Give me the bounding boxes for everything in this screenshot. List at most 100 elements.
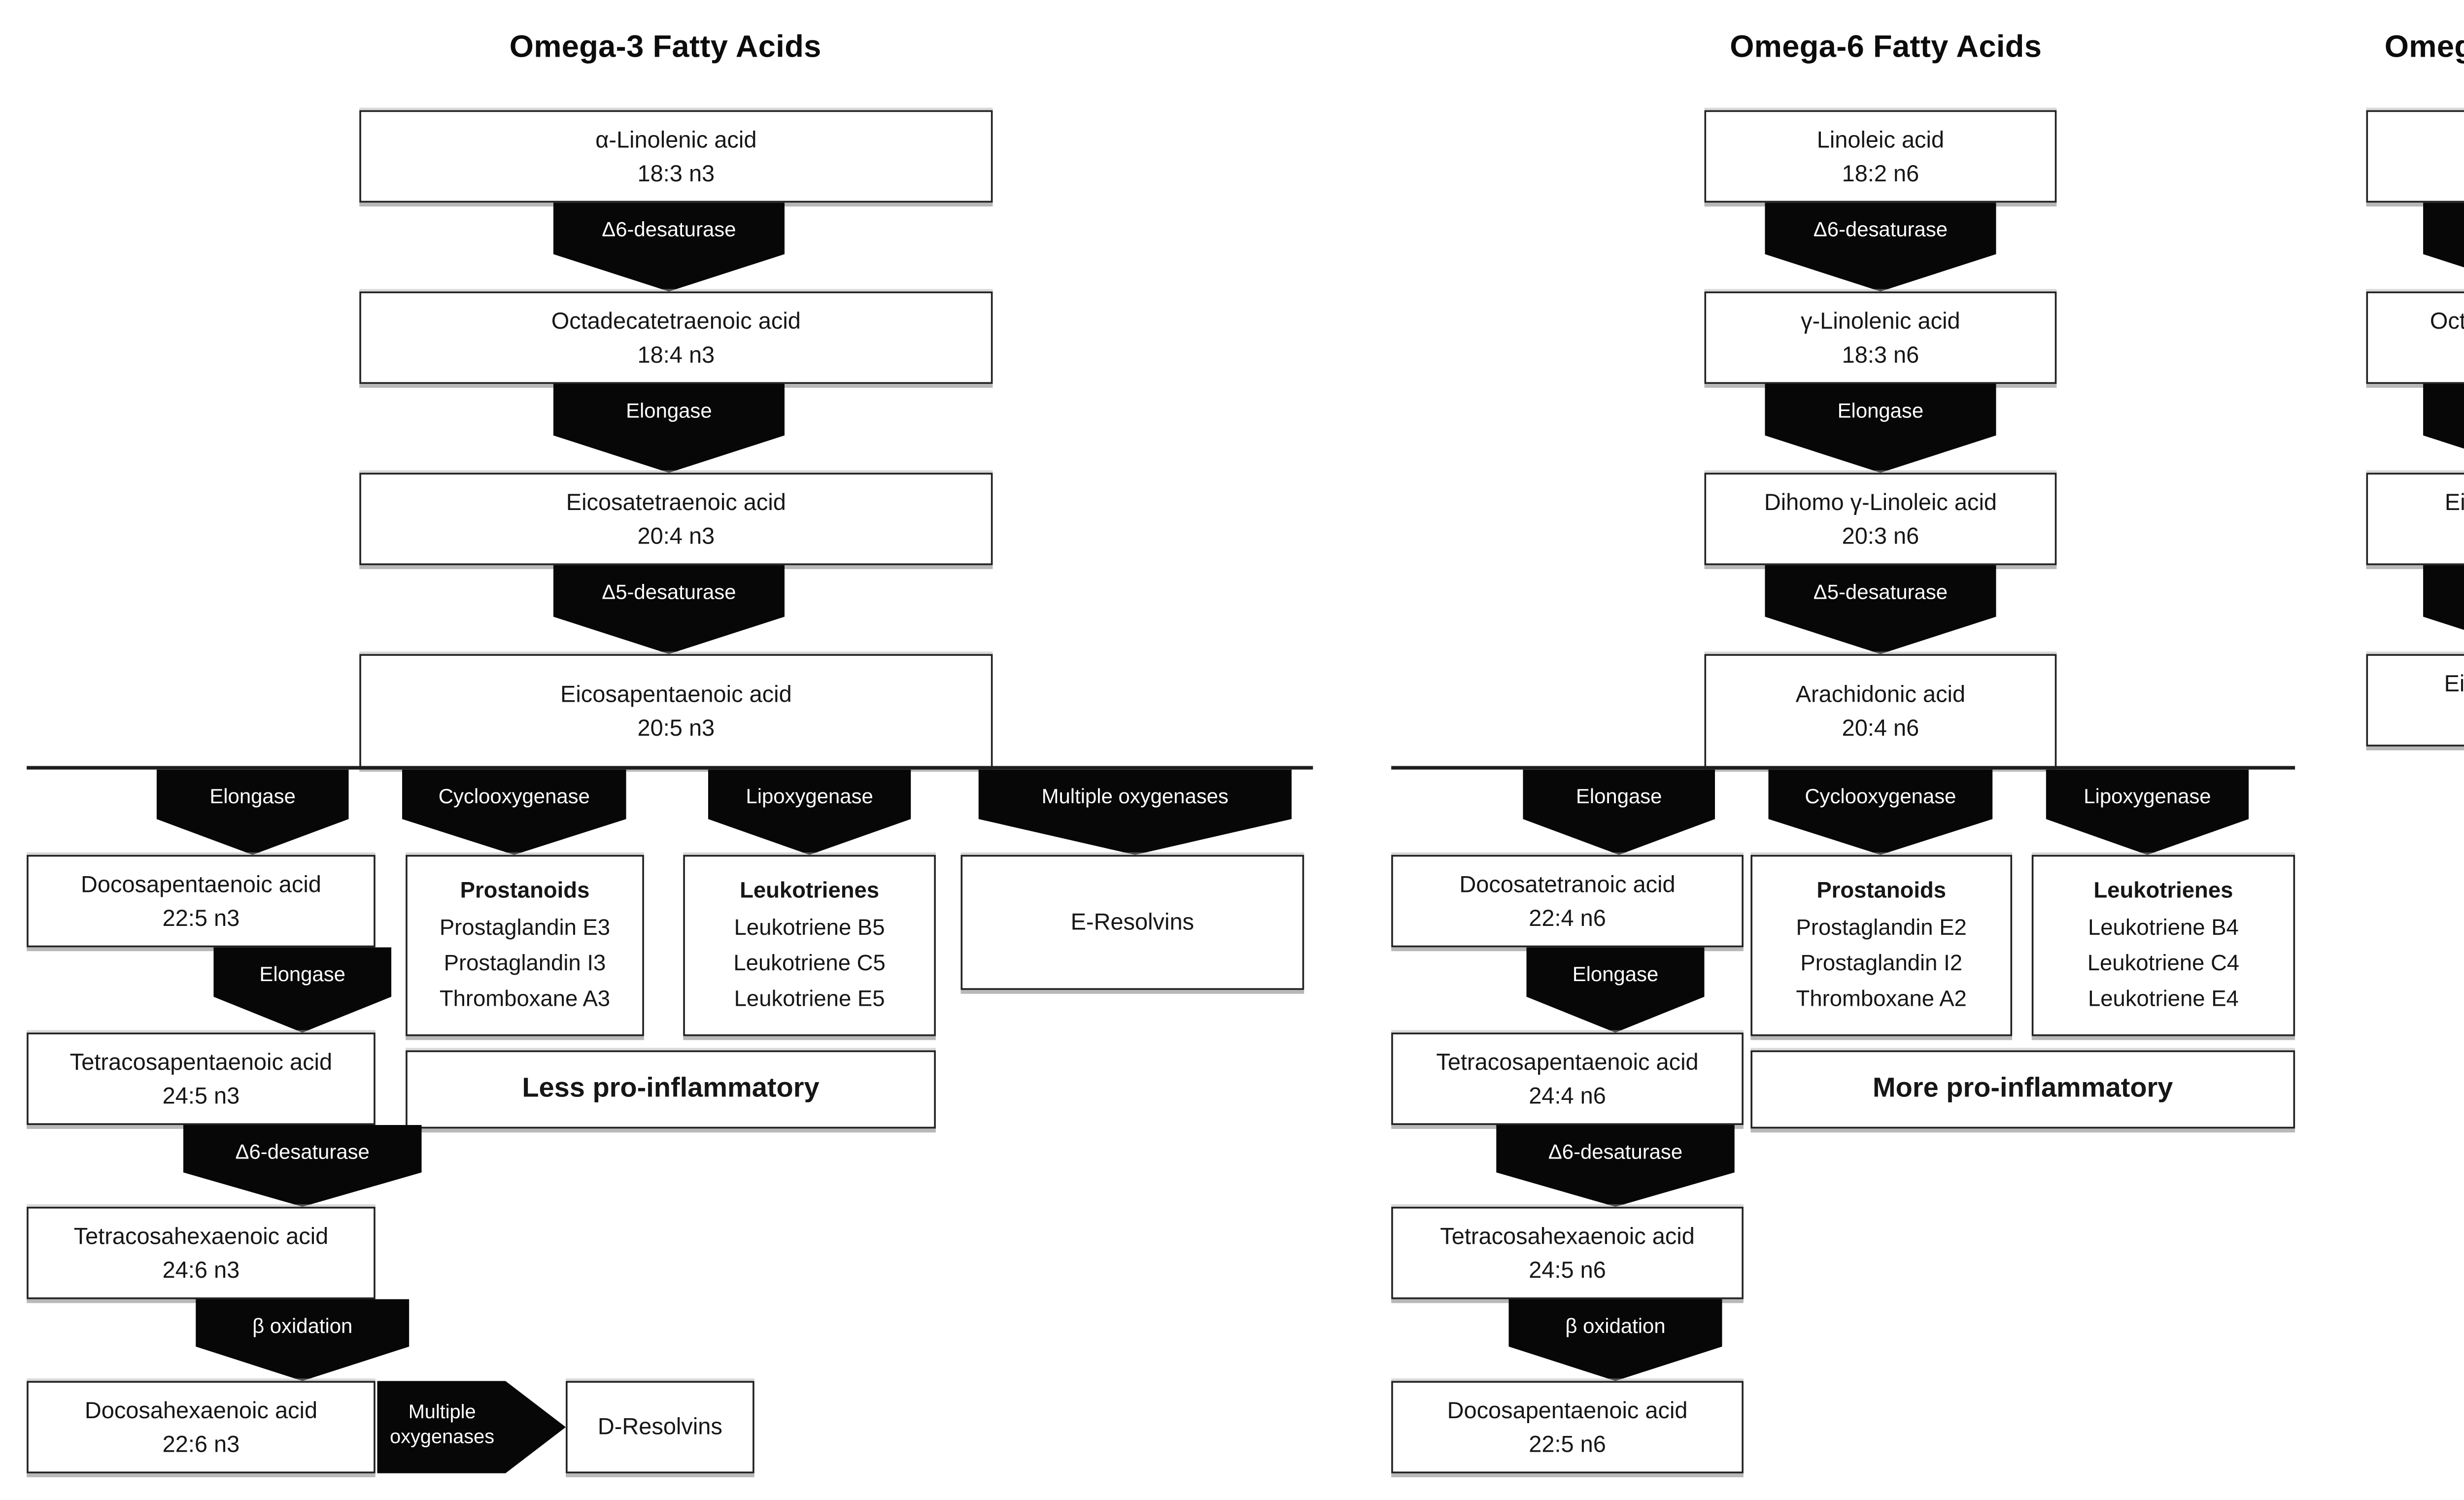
compound-name: Arachidonic acid	[1795, 680, 1966, 707]
compound-code: 18:3 n6	[1842, 341, 1919, 368]
list-item: Prostaglandin I2	[1800, 951, 1963, 976]
omega6-branch-arrow-cyclooxygenase: Cyclooxygenase	[1768, 769, 1993, 855]
omega3-arrow-delta6-desaturase-2: Δ6-desaturase	[183, 1125, 422, 1207]
list-item: Prostaglandin E3	[439, 915, 611, 940]
compound-code: 20:4 n6	[1842, 714, 1919, 741]
omega6-box-docosatetranoic-acid: Docosatetranoic acid 22:4 n6	[1391, 854, 1744, 948]
enzyme-label: Elongase	[209, 784, 296, 808]
group-header: Leukotrienes	[2093, 878, 2233, 903]
compound-name: Tetracosapentaenoic acid	[1436, 1048, 1699, 1075]
omega3-box-eicosapentaenoic-acid: Eicosapentaenoic acid 20:5 n3	[359, 654, 993, 768]
list-item: Leukotriene E4	[2088, 987, 2239, 1012]
compound-name: E-Resolvins	[1070, 908, 1195, 935]
omega3-column-title: Omega-3 Fatty Acids	[509, 28, 821, 64]
compound-code: 18:4 n3	[637, 341, 715, 368]
list-item: Leukotriene C4	[2087, 951, 2240, 976]
omega3-branch-arrow-elongase: Elongase	[156, 769, 349, 855]
omega3-box-e-resolvins: E-Resolvins	[960, 854, 1304, 990]
compound-code: 24:4 n6	[1529, 1082, 1606, 1109]
enzyme-label: Δ5-desaturase	[602, 580, 736, 604]
omega3-box-prostanoids: Prostanoids Prostaglandin E3 Prostagland…	[406, 854, 644, 1036]
omega6-box-dihomo-gamma-linoleic-acid: Dihomo γ-Linoleic acid 20:3 n6	[1704, 473, 2057, 565]
omega3-box-octadecatetraenoic-acid: Octadecatetraenoic acid 18:4 n3	[359, 291, 993, 384]
compound-name: Linoleic acid	[1816, 125, 1945, 152]
omega6-arrow-beta-oxidation: β oxidation	[1508, 1299, 1722, 1381]
enzyme-label: Δ6-desaturase	[235, 1140, 370, 1163]
omega6-box-arachidonic-acid: Arachidonic acid 20:4 n6	[1704, 654, 2057, 768]
omega3-arrow-beta-oxidation: β oxidation	[196, 1299, 410, 1381]
compound-code: 22:5 n3	[162, 904, 240, 931]
list-item: Thromboxane A3	[439, 987, 611, 1012]
enzyme-label: Elongase	[1575, 784, 1662, 808]
omega9-arrow-delta5-desaturase: Δ5-desaturase	[2423, 565, 2464, 654]
note-text: More pro-inflammatory	[1873, 1074, 2173, 1105]
omega3-branch-arrow-lipoxygenase: Lipoxygenase	[708, 769, 911, 855]
omega3-note-less-pro-inflammatory: Less pro-inflammatory	[406, 1050, 936, 1129]
omega3-arrow-elongase-2: Elongase	[213, 947, 392, 1033]
compound-code: 20:4 n3	[637, 522, 715, 549]
compound-name: Tetracosahexaenoic acid	[1440, 1222, 1695, 1249]
omega6-box-linoleic-acid: Linoleic acid 18:2 n6	[1704, 110, 2057, 203]
omega6-arrow-delta5-desaturase: Δ5-desaturase	[1765, 565, 1996, 654]
compound-name: Docosapentaenoic acid	[1447, 1396, 1688, 1423]
enzyme-label: Δ6-desaturase	[1548, 1140, 1683, 1163]
enzyme-label: Lipoxygenase	[2084, 784, 2211, 808]
compound-code: 24:5 n6	[1529, 1256, 1606, 1283]
omega3-arrow-delta5-desaturase: Δ5-desaturase	[553, 565, 785, 654]
omega6-arrow-elongase-1: Elongase	[1765, 384, 1996, 473]
omega6-arrow-delta6-desaturase-2: Δ6-desaturase	[1496, 1125, 1735, 1207]
list-item: Leukotriene B4	[2088, 915, 2239, 940]
omega6-box-prostanoids: Prostanoids Prostaglandin E2 Prostagland…	[1750, 854, 2013, 1036]
compound-code: 22:6 n3	[162, 1431, 240, 1458]
omega6-box-docosapentaenoic-acid: Docosapentaenoic acid 22:5 n6	[1391, 1381, 1744, 1473]
omega6-branch-connector-line	[1391, 766, 2295, 770]
group-header: Leukotrienes	[740, 878, 880, 903]
compound-name: Octadecatetraenoic acid	[551, 307, 801, 334]
compound-name: Eicosapentaenoic acid	[560, 680, 792, 707]
omega3-branch-arrow-multiple-oxygenases: Multiple oxygenases	[978, 769, 1292, 855]
compound-code: 22:5 n6	[1529, 1431, 1606, 1458]
compound-code: 24:5 n3	[162, 1082, 240, 1109]
omega6-column-title: Omega-6 Fatty Acids	[1730, 28, 2042, 64]
omega3-box-d-resolvins: D-Resolvins	[566, 1381, 754, 1473]
enzyme-label: Elongase	[626, 399, 712, 422]
list-item: Prostaglandin I3	[444, 951, 606, 976]
omega3-box-docosahexaenoic-acid: Docosahexaenoic acid 22:6 n3	[27, 1381, 376, 1473]
omega9-box-eicosadienoic-acid: Eicosadienoic acid 20:2 n9	[2366, 473, 2464, 565]
omega3-arrow-multiple-oxygenases-right: Multiple oxygenases	[377, 1381, 566, 1473]
compound-code: 22:4 n6	[1529, 904, 1606, 931]
compound-name: γ-Linolenic acid	[1801, 307, 1960, 334]
omega9-box-eicosatrienoic-acid: Eicosatrienoic acid 20:3 n9	[2366, 654, 2464, 747]
enzyme-label: Δ6-desaturase	[602, 217, 736, 241]
compound-name: D-Resolvins	[597, 1413, 722, 1440]
enzyme-label: Elongase	[1837, 399, 1924, 422]
enzyme-label: Multiple oxygenases	[1041, 784, 1229, 808]
compound-name: Docosatetranoic acid	[1459, 870, 1676, 897]
compound-name: Eicosatrienoic acid	[2444, 669, 2464, 696]
enzyme-label: Multiple oxygenases	[390, 1402, 495, 1449]
omega6-branch-arrow-lipoxygenase: Lipoxygenase	[2046, 769, 2249, 855]
omega3-box-tetracosapentaenoic-acid: Tetracosapentaenoic acid 24:5 n3	[27, 1032, 376, 1125]
omega3-arrow-elongase-1: Elongase	[553, 384, 785, 473]
compound-code: 24:6 n3	[162, 1256, 240, 1283]
omega6-arrow-delta6-desaturase: Δ6-desaturase	[1765, 203, 1996, 292]
omega6-branch-arrow-elongase: Elongase	[1523, 769, 1715, 855]
omega3-branch-arrow-cyclooxygenase: Cyclooxygenase	[402, 769, 626, 855]
list-item: Prostaglandin E2	[1796, 915, 1967, 940]
compound-name: Eicosatetraenoic acid	[566, 488, 786, 515]
compound-name: α-Linolenic acid	[595, 125, 757, 152]
compound-code: 20:3 n6	[1842, 522, 1919, 549]
omega6-arrow-elongase-2: Elongase	[1526, 947, 1705, 1033]
compound-name: Dihomo γ-Linoleic acid	[1764, 488, 1997, 515]
enzyme-label: Cyclooxygenase	[1805, 784, 1956, 808]
omega9-arrow-elongase: Elongase	[2423, 384, 2464, 473]
compound-name: Tetracosapentaenoic acid	[69, 1048, 333, 1075]
compound-name: Eicosadienoic acid	[2444, 488, 2464, 515]
compound-code: 18:3 n3	[637, 160, 715, 187]
enzyme-label: Elongase	[1572, 962, 1659, 986]
note-text: Less pro-inflammatory	[522, 1074, 820, 1105]
compound-name: Tetracosahexaenoic acid	[73, 1222, 329, 1249]
enzyme-label: Cyclooxygenase	[438, 784, 590, 808]
list-item: Leukotriene E5	[734, 987, 885, 1012]
